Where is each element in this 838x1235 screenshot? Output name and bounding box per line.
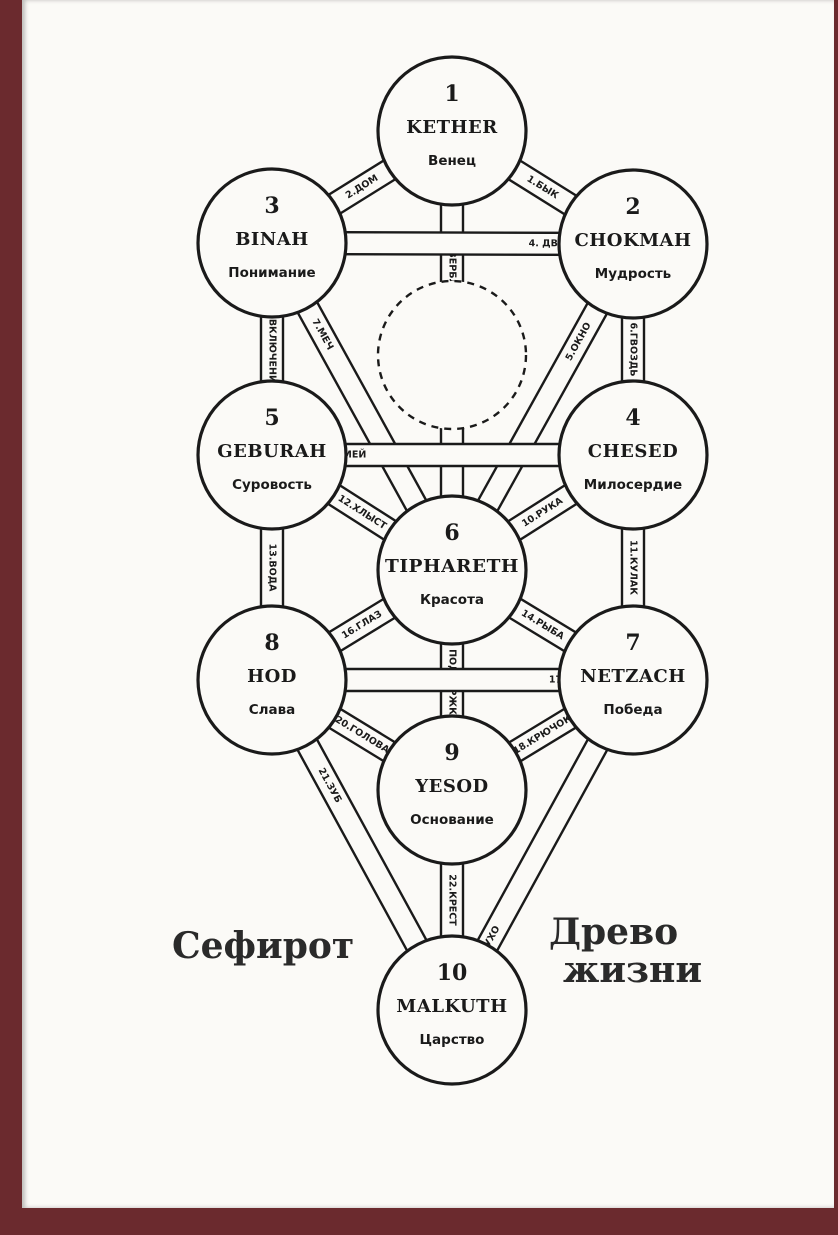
- sephirah-number: 4: [625, 405, 640, 431]
- sephirah-translation: Красота: [420, 592, 484, 608]
- path-band: [262, 237, 462, 576]
- sephirah-translation: Мудрость: [595, 266, 671, 282]
- sephirah-circle: [557, 168, 709, 320]
- path-label: 13.ВОДА: [267, 544, 278, 593]
- sephirah-name: BINAH: [235, 229, 309, 250]
- path-label: 4. ДВЕРЬ: [529, 238, 579, 249]
- sephirah-translation: Суровость: [232, 477, 312, 493]
- sephirah-circle: [376, 55, 528, 207]
- sephirah-number: 2: [625, 194, 640, 220]
- path-label: 22.КРЕСТ: [447, 874, 458, 926]
- path-label: 11.КУЛАК: [628, 540, 639, 595]
- path-label: 8.ВКЛЮЧЕНИЕ: [267, 309, 278, 390]
- sephirah-number: 6: [444, 520, 459, 546]
- sephirah-number: 8: [264, 630, 279, 656]
- sephirah-name: GEBURAH: [217, 441, 326, 462]
- sephirah-name: HOD: [247, 666, 297, 687]
- path-label: 6.ГВОЗДЬ: [628, 322, 639, 376]
- sephirah-circle: [376, 714, 528, 866]
- sephirah-name: CHOKMAH: [574, 230, 691, 251]
- sephirah-name: KETHER: [406, 117, 498, 138]
- sephirah-number: 1: [444, 81, 459, 107]
- sephirah-translation: Понимание: [228, 265, 315, 281]
- sephirah-name: YESOD: [414, 776, 488, 797]
- path-label: 3. ВЕРБЛЮД: [447, 237, 458, 306]
- sephirah-circle: [196, 379, 348, 531]
- sephirah-circle: [376, 494, 528, 646]
- sephirah-translation: Венец: [428, 153, 476, 169]
- sephirah-number: 10: [437, 960, 468, 986]
- caption-drevo: Древо: [549, 911, 678, 953]
- hidden-sephirah-layer: [376, 279, 528, 431]
- sephirah-number: 5: [264, 405, 279, 431]
- captions: Сефирот Древо жизни: [172, 911, 702, 991]
- sephirah-name: NETZACH: [580, 666, 686, 687]
- sephirah-name: TIPHARETH: [385, 556, 519, 577]
- sephirah-circle: [557, 379, 709, 531]
- path-band: [442, 238, 643, 576]
- path-band: [442, 674, 643, 1016]
- hidden-sephirah-circle: [376, 279, 528, 431]
- sephirah-translation: Царство: [420, 1032, 485, 1048]
- sephirah-translation: Милосердие: [584, 477, 682, 493]
- sephirah-number: 9: [444, 740, 459, 766]
- path-band: [272, 669, 633, 691]
- path-band: [271, 232, 634, 255]
- sephirah-number: 3: [264, 193, 279, 219]
- path-band: [262, 674, 462, 1016]
- path-band: [272, 444, 633, 466]
- sephirah-translation: Основание: [410, 812, 494, 828]
- sephirah-circle: [557, 604, 709, 756]
- sephirah-circle: [196, 604, 348, 756]
- sephirah-circle: [376, 934, 528, 1086]
- caption-sefirot: Сефирот: [172, 925, 354, 967]
- sephirah-number: 7: [625, 630, 640, 656]
- caption-zhizni: жизни: [563, 949, 702, 991]
- sephirah-translation: Слава: [249, 702, 296, 718]
- sephirah-name: MALKUTH: [396, 996, 507, 1017]
- sephirah-circle: [196, 167, 348, 319]
- sephirah-translation: Победа: [603, 702, 662, 718]
- sephirah-name: CHESED: [588, 441, 678, 462]
